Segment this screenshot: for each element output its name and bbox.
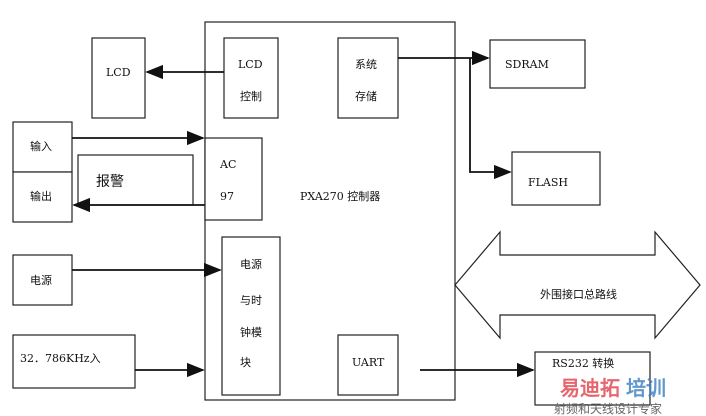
- sdram-box: [489, 39, 586, 89]
- power-clock-module-box: [221, 236, 281, 396]
- output-label: 输出: [30, 189, 52, 203]
- power-clock-label-3: 钟模: [240, 325, 262, 339]
- lcd-label: LCD: [106, 66, 131, 79]
- flash-box: [511, 151, 601, 206]
- clock-input-box: [12, 334, 136, 389]
- output-box: [12, 171, 73, 223]
- storage-label-1: 系统: [355, 58, 377, 71]
- watermark-brand-red: 易迪拓: [560, 376, 620, 400]
- ac97-box: [204, 137, 263, 221]
- lcd-box: [91, 37, 146, 119]
- power-clock-label-2: 与时: [240, 294, 262, 307]
- rs232-box: [534, 351, 651, 406]
- storage-label-2: 存储: [355, 89, 377, 103]
- power-clock-label-1: 电源: [240, 257, 262, 271]
- alarm-label: 报警: [96, 174, 124, 190]
- peripheral-bus-double-arrow: [454, 230, 701, 340]
- flash-arrow: [469, 58, 512, 180]
- bus-label: 外围接口总路线: [540, 287, 617, 301]
- lcd-control-label-1: LCD: [238, 58, 263, 71]
- system-storage-box: [337, 37, 399, 119]
- watermark-brand-blue: 培训: [626, 376, 666, 400]
- clock-input-label: 32．786KHz入: [20, 352, 101, 365]
- uart-label: UART: [352, 356, 385, 369]
- sdram-label: SDRAM: [505, 58, 549, 71]
- uart-box: [337, 334, 399, 396]
- controller-label: PXA270 控制器: [300, 189, 380, 203]
- power-clock-label-4: 块: [240, 356, 251, 369]
- lcd-control-label-2: 控制: [240, 89, 262, 103]
- rs232-label: RS232 转换: [552, 356, 614, 370]
- lcd-control-box: [223, 37, 279, 119]
- input-label: 输入: [30, 139, 52, 153]
- ac97-label-1: AC: [219, 158, 236, 171]
- watermark-slogan: 射频和天线设计专家: [554, 401, 662, 416]
- alarm-box: [77, 154, 194, 206]
- power-box: [12, 254, 73, 306]
- flash-label: FLASH: [528, 176, 568, 189]
- ac97-label-2: 97: [220, 190, 234, 203]
- power-label: 电源: [30, 273, 52, 287]
